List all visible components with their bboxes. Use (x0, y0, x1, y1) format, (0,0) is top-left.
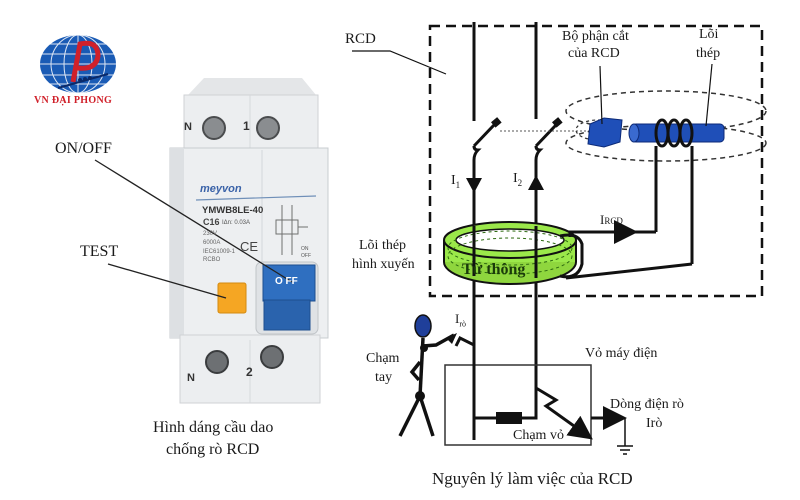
breaker-caption-line1: Hình dáng cầu dao (153, 419, 274, 436)
toroid-core (443, 221, 577, 285)
breaker-voltage: 230V (203, 231, 218, 237)
current-ircd-subscript: RCD (604, 216, 623, 226)
terminal-label-bottom-left: N (187, 372, 195, 384)
rcd-boundary (428, 24, 764, 298)
toroid-label-line1: Lõi thép (359, 238, 407, 253)
current-i1-symbol: I (451, 173, 456, 188)
steel-core-label-line2: thép (696, 46, 721, 61)
short-case-label: Chạm vỏ (513, 428, 564, 443)
current-i2-symbol: I (513, 171, 518, 186)
rcd-pointer (352, 50, 447, 75)
breaker-capacity: 6000A (203, 240, 221, 246)
current-i2-label: I2 (513, 171, 522, 189)
steel-core-label-line1: Lõi (699, 27, 719, 42)
current-i2-subscript: 2 (517, 177, 523, 188)
trip-unit-label-line2: của RCD (568, 46, 620, 61)
breaker-sensitivity: IΔn: 0.03A (222, 220, 251, 226)
current-i1-label: I1 (451, 173, 460, 191)
diagram-caption: Nguyên lý làm việc của RCD (432, 469, 633, 488)
toroid-label-line2: hình xuyến (352, 257, 415, 272)
on-off-pointer (94, 159, 293, 283)
trip-unit-label-line1: Bộ phận cắt (562, 29, 629, 44)
i1-arrow-icon (466, 178, 482, 193)
current-ircd-label: IRCD (600, 212, 623, 227)
i2-arrow-icon (528, 175, 544, 190)
current-ircd-symbol: I (600, 212, 605, 227)
flux-label: Từ thông (462, 261, 526, 278)
terminal-screw-icon (202, 116, 284, 374)
on-off-label: ON/OFF (55, 140, 112, 157)
head-icon (414, 314, 432, 338)
test-pointer (107, 263, 227, 299)
leak-current-person-label: Irò (455, 311, 467, 329)
person-figure (398, 314, 455, 437)
switch-on-label: ON (301, 246, 309, 252)
leak-current-symbol: I (455, 311, 460, 326)
machine-housing (444, 364, 592, 446)
breaker-rating: C16 (203, 217, 220, 227)
breaker-type: RCBO (203, 257, 221, 263)
breaker-standard: IEC61009-1 (203, 249, 236, 255)
touch-label-line2: tay (375, 370, 393, 385)
terminal-label-bottom-right: 2 (246, 365, 253, 379)
globe-logo-icon (40, 34, 116, 94)
breaker-caption-line2: chống rò RCD (166, 441, 260, 458)
leak-current-label-line2: Irò (646, 416, 663, 431)
terminal-label-top-left: N (184, 121, 192, 133)
housing-label: Vỏ máy điện (585, 346, 658, 361)
company-logo (28, 30, 128, 110)
rcd-label: RCD (345, 31, 376, 47)
leak-current-label-line1: Dòng điện rò (610, 397, 684, 412)
trip-unit (587, 117, 623, 148)
breaker-model: YMWB8LE-40 (202, 205, 264, 216)
test-label: TEST (80, 243, 119, 260)
toggle-label: O FF (275, 276, 298, 287)
switch-off-label: OFF (301, 253, 311, 259)
ce-mark-icon: CE (240, 239, 259, 254)
leak-current-subscript: rò (459, 319, 467, 329)
touch-label-line1: Chạm (366, 351, 400, 366)
load-resistor (496, 412, 522, 424)
test-button (217, 282, 247, 314)
breaker-brand: meyvon (200, 183, 242, 195)
logo-text: VN ĐẠI PHONG (34, 95, 113, 106)
terminal-label-top-right: 1 (243, 119, 250, 133)
current-i1-subscript: 1 (455, 179, 461, 190)
